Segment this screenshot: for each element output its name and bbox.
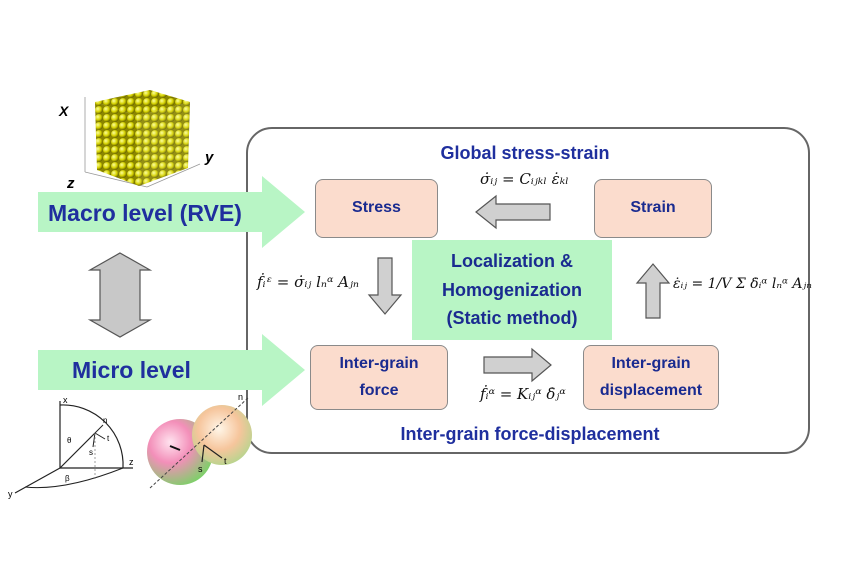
inter-grain-force-displacement-caption: Inter-grain force-displacement <box>400 424 660 444</box>
up-arrow <box>635 263 671 319</box>
stress-strain-formula: σ̇ᵢⱼ = Cᵢⱼₖₗ ε̇ₖₗ <box>480 170 569 188</box>
cube-side-face <box>137 102 190 186</box>
scale-transition-arrow <box>87 252 153 338</box>
sphere-n: n <box>103 416 107 425</box>
strain-box-label: Strain <box>630 199 676 217</box>
force-box-line2: force <box>359 381 399 399</box>
contacting-grains-diagram: n t s <box>147 392 252 489</box>
contact-formula: ḟᵢᵅ = Kᵢⱼᵅ δ̇ⱼᵅ <box>480 385 566 403</box>
sphere-axis-x: x <box>63 395 68 405</box>
inter-grain-force-box: Inter-grain force <box>310 345 448 410</box>
cube-front-face <box>95 102 139 186</box>
homogenization-formula: ε̇ᵢⱼ = 1/V Σ δ̇ᵢᵅ lₙᵅ Aⱼₙ <box>673 276 812 292</box>
grain-2 <box>192 405 252 465</box>
macro-level-label: Macro level (RVE) <box>48 199 242 226</box>
right-arrow <box>483 347 552 383</box>
force-box-line1: Inter-grain <box>339 355 419 373</box>
left-arrow <box>475 194 551 230</box>
center-line1: Localization & <box>450 250 573 271</box>
center-line3: (Static method) <box>446 308 578 329</box>
contact-axis-s: s <box>198 464 203 474</box>
disp-box-line1: Inter-grain <box>611 355 691 373</box>
micro-level-arrow <box>38 334 305 406</box>
localization-homogenization-box: Localization & Homogenization (Static me… <box>412 240 612 340</box>
localization-formula: ḟᵢᵋ = σ̇ᵢⱼ lₙᵅ Aⱼₙ <box>257 273 359 291</box>
rve-axis-y: y <box>204 149 214 166</box>
contact-axis-t: t <box>224 456 227 466</box>
sphere-t: t <box>107 434 110 443</box>
disp-box-line2: displacement <box>599 381 703 399</box>
macro-level-arrow <box>38 176 305 248</box>
sphere-axis-y: y <box>8 489 13 499</box>
center-line2: Homogenization <box>442 279 582 300</box>
sphere-s: s <box>89 448 93 457</box>
rve-axis-x: X <box>58 103 70 119</box>
rve-granular-cube: X y z <box>58 90 214 192</box>
global-stress-strain-caption: Global stress-strain <box>440 143 610 163</box>
sphere-beta: β <box>65 474 70 483</box>
contact-axis-n: n <box>238 392 243 402</box>
strain-box: Strain <box>594 179 712 238</box>
stress-box: Stress <box>315 179 438 238</box>
cube-top-face <box>95 90 190 116</box>
sphere-axis-z: z <box>129 457 134 467</box>
inter-grain-displacement-box: Inter-grain displacement <box>583 345 719 410</box>
spherical-coordinate-diagram: x z y n t s θ β <box>8 395 134 499</box>
micro-level-label: Micro level <box>72 356 191 383</box>
down-arrow <box>367 257 403 315</box>
stress-box-label: Stress <box>352 199 401 217</box>
sphere-theta: θ <box>67 436 72 445</box>
rve-axis-z: z <box>66 175 75 192</box>
